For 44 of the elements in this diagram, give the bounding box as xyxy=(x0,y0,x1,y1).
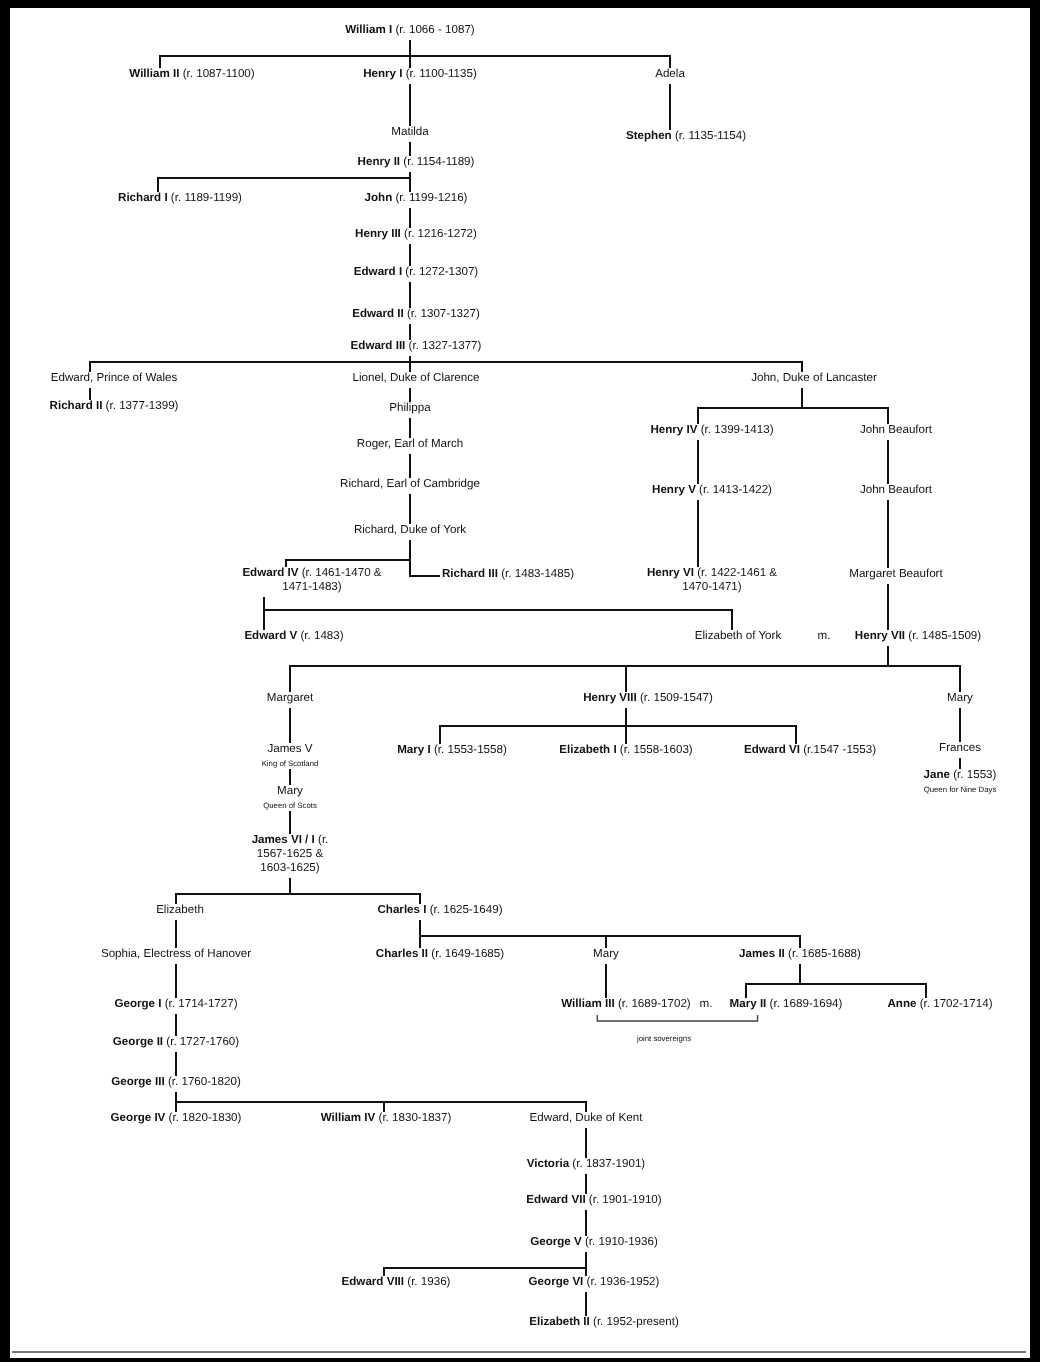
connector-line xyxy=(887,583,889,631)
connector-line xyxy=(409,323,411,341)
connector-line xyxy=(409,387,411,403)
connector-line xyxy=(409,141,411,157)
connector-line xyxy=(89,355,411,373)
connector-line xyxy=(289,877,421,905)
connector-line xyxy=(887,439,889,485)
connector-line xyxy=(289,810,291,835)
connector-line xyxy=(409,171,411,193)
connector-line xyxy=(175,1091,587,1113)
connector-line xyxy=(409,243,411,267)
connector-line xyxy=(887,645,961,693)
connector-line xyxy=(585,1127,587,1159)
connector-line xyxy=(605,963,607,999)
connector-line xyxy=(419,919,801,949)
connector-line xyxy=(409,539,441,577)
connector-line xyxy=(175,963,177,999)
connector-line xyxy=(409,355,803,373)
connector-line xyxy=(585,1251,587,1277)
connector-line xyxy=(289,707,291,744)
connector-line xyxy=(697,439,699,485)
connector-line xyxy=(263,596,733,631)
connector-line xyxy=(669,83,671,131)
connector-line xyxy=(409,493,411,525)
connector-line xyxy=(409,39,671,69)
connector-line xyxy=(89,387,91,401)
connector-line xyxy=(175,919,177,949)
connector-line xyxy=(959,707,961,743)
connector-line xyxy=(959,757,961,770)
connector-line xyxy=(409,207,411,229)
connector-line xyxy=(409,417,411,439)
connector-line xyxy=(157,171,411,193)
connector-line xyxy=(585,1173,587,1195)
connector-line xyxy=(175,1013,177,1037)
connector-line xyxy=(887,499,889,569)
connector-line xyxy=(585,1209,587,1237)
connector-line xyxy=(409,281,411,309)
connector-line xyxy=(409,453,411,479)
connector-line xyxy=(409,83,411,127)
connector-line xyxy=(175,1051,177,1077)
connector-line xyxy=(289,768,291,786)
connector-line xyxy=(585,1291,587,1317)
connector-line xyxy=(697,499,699,568)
connector-line xyxy=(625,707,797,745)
